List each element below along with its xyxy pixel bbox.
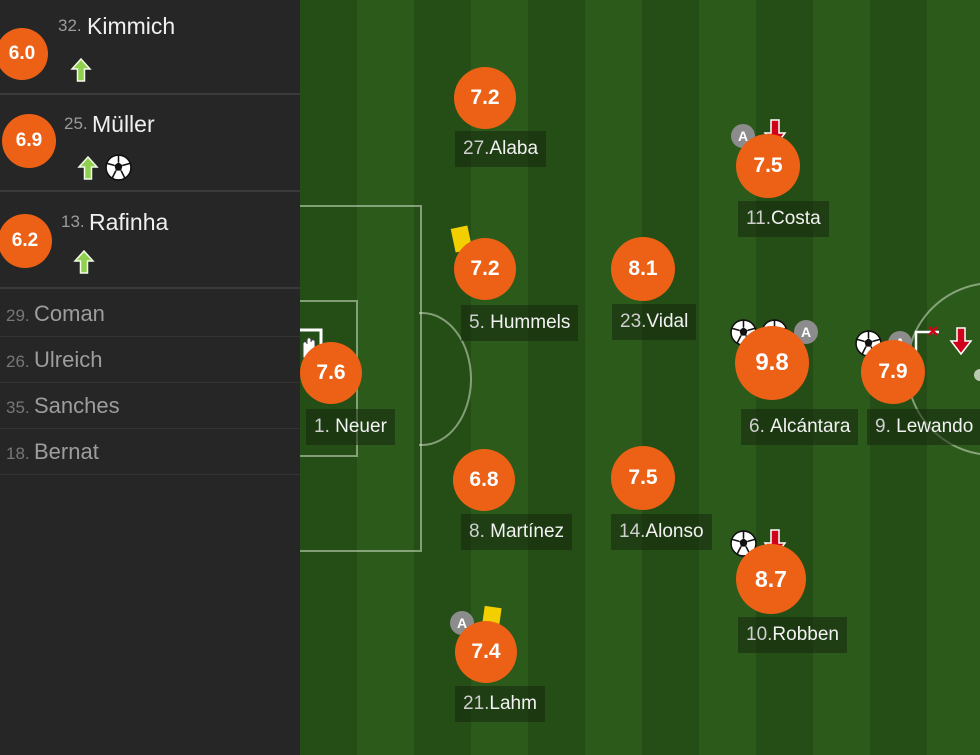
player-label: 5. Hummels xyxy=(461,305,579,341)
player-rating-badge: 7.2 xyxy=(454,238,516,300)
goal-ball-icon xyxy=(105,154,132,181)
player-label: 9. Lewando xyxy=(867,409,980,445)
substitute-row[interactable]: 6.9 25. Müller xyxy=(0,97,300,192)
sub-in-arrow-icon xyxy=(73,249,95,274)
player-name: Lahm xyxy=(489,693,537,714)
pitch: 7.6 1. Neuer 7.2 27.Alaba 7.2 5. Hummels… xyxy=(300,0,980,755)
player-number: 32. xyxy=(58,16,82,35)
player-name: Robben xyxy=(772,624,839,645)
player-number: 26. xyxy=(6,352,30,371)
player-number: 1. xyxy=(314,416,330,437)
player-number: 18. xyxy=(6,444,30,463)
bench-row[interactable]: 26. Ulreich xyxy=(0,337,300,383)
player-rating-badge: 7.6 xyxy=(300,342,362,404)
player-rating-badge: 6.9 xyxy=(2,114,56,168)
player-rating-badge: 7.2 xyxy=(454,67,516,129)
player-rating-badge: 8.7 xyxy=(736,544,806,614)
sub-in-arrow-icon xyxy=(77,155,99,180)
player-label: 14.Alonso xyxy=(611,514,712,550)
player-number: 35. xyxy=(6,398,30,417)
player-rating-badge: 7.5 xyxy=(611,446,675,510)
player-name: Kimmich xyxy=(87,13,176,39)
player-name: Ulreich xyxy=(34,347,103,372)
goal-ball-icon xyxy=(730,530,757,557)
substitute-row[interactable]: 6.0 32. Kimmich xyxy=(0,0,300,95)
sub-in-arrow-icon xyxy=(70,57,92,82)
player-label: 10.Robben xyxy=(738,617,847,653)
player-rating-badge: 6.0 xyxy=(0,28,48,80)
substitute-row[interactable]: 6.2 13. Rafinha xyxy=(0,194,300,289)
player-label: 21.Lahm xyxy=(455,686,545,722)
player-label: 27.Alaba xyxy=(455,131,547,167)
player-number: 27. xyxy=(463,138,490,159)
player-name: Bernat xyxy=(34,439,99,464)
player-name: Sanches xyxy=(34,393,120,418)
player-number: 8. xyxy=(469,521,485,542)
bench-row[interactable]: 18. Bernat xyxy=(0,429,300,475)
player-rating-badge: 6.2 xyxy=(0,214,52,268)
player-name: Neuer xyxy=(335,416,387,437)
player-number: 9. xyxy=(875,416,891,437)
player-name: Alaba xyxy=(489,138,539,159)
player-label: 1. Neuer xyxy=(306,409,395,445)
player-name: Costa xyxy=(771,208,821,229)
player-number: 25. xyxy=(64,114,88,133)
player-number: 6. xyxy=(749,416,765,437)
player-name: Martínez xyxy=(490,521,565,542)
player-rating-badge: 6.8 xyxy=(453,449,515,511)
player-number: 11. xyxy=(746,208,772,229)
substitutes-panel: 6.0 32. Kimmich 6.9 25. Müller 6.2 13. R… xyxy=(0,0,300,755)
bench-row[interactable]: 35. Sanches xyxy=(0,383,300,429)
player-label: 6. Alcántara xyxy=(741,409,859,445)
player-rating-badge: 7.4 xyxy=(455,621,517,683)
player-number: 10. xyxy=(746,624,773,645)
player-name: Rafinha xyxy=(89,209,169,235)
player-rating-badge: 7.9 xyxy=(861,340,925,404)
player-name: Lewando xyxy=(896,416,974,437)
player-rating-badge: 8.1 xyxy=(611,237,675,301)
player-name: Vidal xyxy=(646,311,689,332)
player-label: 8. Martínez xyxy=(461,514,573,550)
missed-chance-icon xyxy=(914,326,939,355)
player-number: 21. xyxy=(463,693,490,714)
player-name: Alonso xyxy=(645,521,704,542)
player-number: 14. xyxy=(619,521,646,542)
player-name: Hummels xyxy=(490,312,571,333)
bench-row[interactable]: 29. Coman xyxy=(0,291,300,337)
player-number: 23. xyxy=(620,311,647,332)
player-name: Coman xyxy=(34,301,105,326)
sub-out-arrow-icon xyxy=(949,327,973,356)
player-number: 13. xyxy=(61,212,85,231)
player-rating-badge: 7.5 xyxy=(736,134,800,198)
center-spot xyxy=(974,369,980,381)
player-label: 23.Vidal xyxy=(612,304,697,340)
player-name: Müller xyxy=(92,111,155,137)
player-name: Alcántara xyxy=(770,416,851,437)
player-number: 5. xyxy=(469,312,485,333)
player-label: 11.Costa xyxy=(738,201,829,237)
player-number: 29. xyxy=(6,306,30,325)
player-rating-badge: 9.8 xyxy=(735,326,809,400)
